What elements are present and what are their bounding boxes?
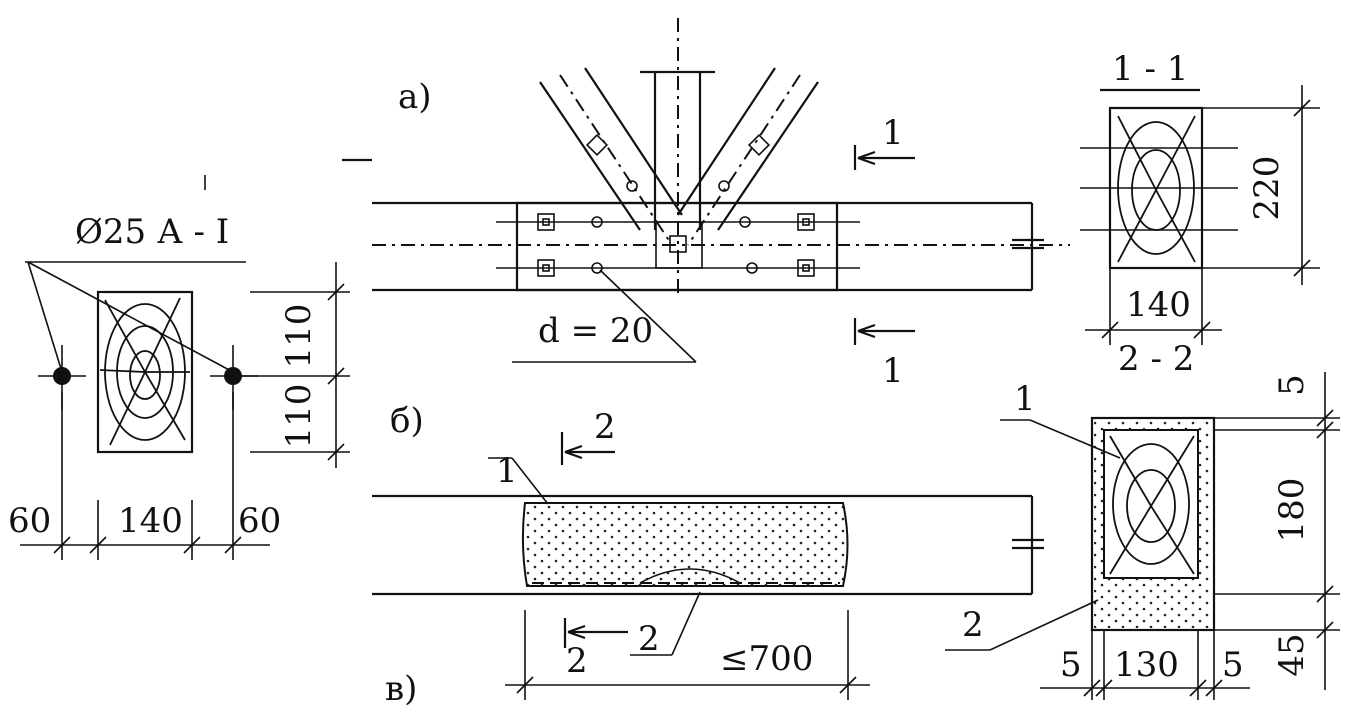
dim-left-110-top: 110 bbox=[279, 304, 319, 369]
dim-s22-5-right: 5 bbox=[1222, 645, 1244, 685]
dim-span-700: ≤700 bbox=[720, 639, 813, 679]
callout-2-s22: 2 bbox=[962, 605, 984, 645]
dim-s22-45: 45 bbox=[1272, 633, 1312, 676]
wood-grain bbox=[99, 297, 190, 446]
callout-2-b: 2 bbox=[638, 619, 660, 659]
variant-a-label: а) bbox=[398, 77, 432, 117]
section-2-2-outer bbox=[1090, 416, 1216, 632]
dim-left-110-bottom: 110 bbox=[279, 384, 319, 449]
dim-s22-180: 180 bbox=[1272, 478, 1312, 543]
variant-a-node: а) bbox=[342, 18, 1070, 391]
section-2-2: 1 2 5 180 45 5 130 5 bbox=[945, 372, 1340, 700]
variant-b-label: б) bbox=[390, 401, 424, 441]
dim-s22-5-left: 5 bbox=[1060, 645, 1082, 685]
bolt-axes bbox=[496, 221, 860, 269]
timber-section bbox=[96, 290, 194, 454]
dim-s22-130: 130 bbox=[1114, 645, 1179, 685]
dim-left-60a: 60 bbox=[8, 501, 51, 541]
left-section-detail: Ø25 А - I 110 110 60 bbox=[8, 175, 350, 560]
side-plate bbox=[515, 201, 839, 292]
filled-repair-zone bbox=[521, 502, 849, 587]
callout-1-s22: 1 bbox=[1014, 379, 1036, 419]
callout-1-b: 1 bbox=[496, 451, 518, 491]
rebar-leader-right bbox=[27, 261, 234, 373]
bolt-diameter-label: d = 20 bbox=[538, 311, 653, 351]
cut-2-bottom: 2 bbox=[566, 641, 588, 681]
dim-s11-140: 140 bbox=[1126, 285, 1191, 325]
rebar-leader-left bbox=[27, 261, 63, 373]
dim-s11-220: 220 bbox=[1247, 156, 1287, 221]
dim-left-60b: 60 bbox=[238, 501, 281, 541]
section-1-1: 1 - 1 220 140 2 - 2 bbox=[1080, 49, 1320, 379]
rebar-label: Ø25 А - I bbox=[75, 212, 229, 252]
variant-b-chord: б) 1 2 2 2 ≤700 в) bbox=[372, 401, 1044, 709]
section-2-2-title: 2 - 2 bbox=[1118, 339, 1194, 379]
dim-s22-5-top: 5 bbox=[1272, 374, 1312, 396]
variant-v-label: в) bbox=[385, 669, 417, 709]
cut-1-top: 1 bbox=[882, 113, 904, 153]
section-1-1-title: 1 - 1 bbox=[1112, 49, 1188, 89]
dim-left-140: 140 bbox=[118, 501, 183, 541]
cut-1-bottom: 1 bbox=[882, 351, 904, 391]
cut-2-top: 2 bbox=[594, 407, 616, 447]
